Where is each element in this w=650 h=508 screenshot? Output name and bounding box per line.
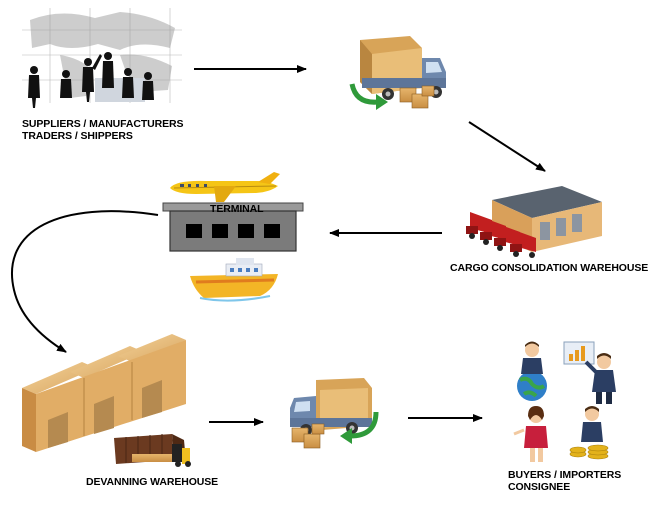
consolidation-label: CARGO CONSOLIDATION WAREHOUSE — [450, 262, 649, 274]
buyers-label: BUYERS / IMPORTERS CONSIGNEE — [508, 469, 621, 493]
suppliers-label: SUPPLIERS / MANUFACTURERS TRADERS / SHIP… — [22, 118, 184, 142]
truck-loading-icon — [349, 36, 446, 110]
warehouse-trucks-icon — [466, 186, 602, 258]
arrow-terminal-to-devanning — [11, 210, 159, 353]
business-people-icon — [513, 341, 616, 462]
buyers-label-line2: CONSIGNEE — [508, 481, 571, 493]
warehouse-container-icon — [22, 334, 191, 467]
devanning-label: DEVANNING WAREHOUSE — [86, 476, 219, 488]
arrow-loading-to-consolidation — [468, 121, 546, 172]
terminal-building-icon — [162, 202, 304, 252]
cargo-ship-icon — [190, 258, 278, 302]
truck-unloading-icon — [290, 378, 379, 449]
buyers-label-line1: BUYERS / IMPORTERS — [508, 469, 622, 481]
suppliers-label-line2: TRADERS / SHIPPERS — [22, 130, 133, 142]
terminal-label: TERMINAL — [210, 203, 264, 215]
cargo-plane-icon — [170, 172, 280, 202]
suppliers-label-line1: SUPPLIERS / MANUFACTURERS — [22, 118, 184, 130]
businessmen-world-map-icon — [22, 8, 182, 108]
flow-arrows — [11, 65, 546, 426]
